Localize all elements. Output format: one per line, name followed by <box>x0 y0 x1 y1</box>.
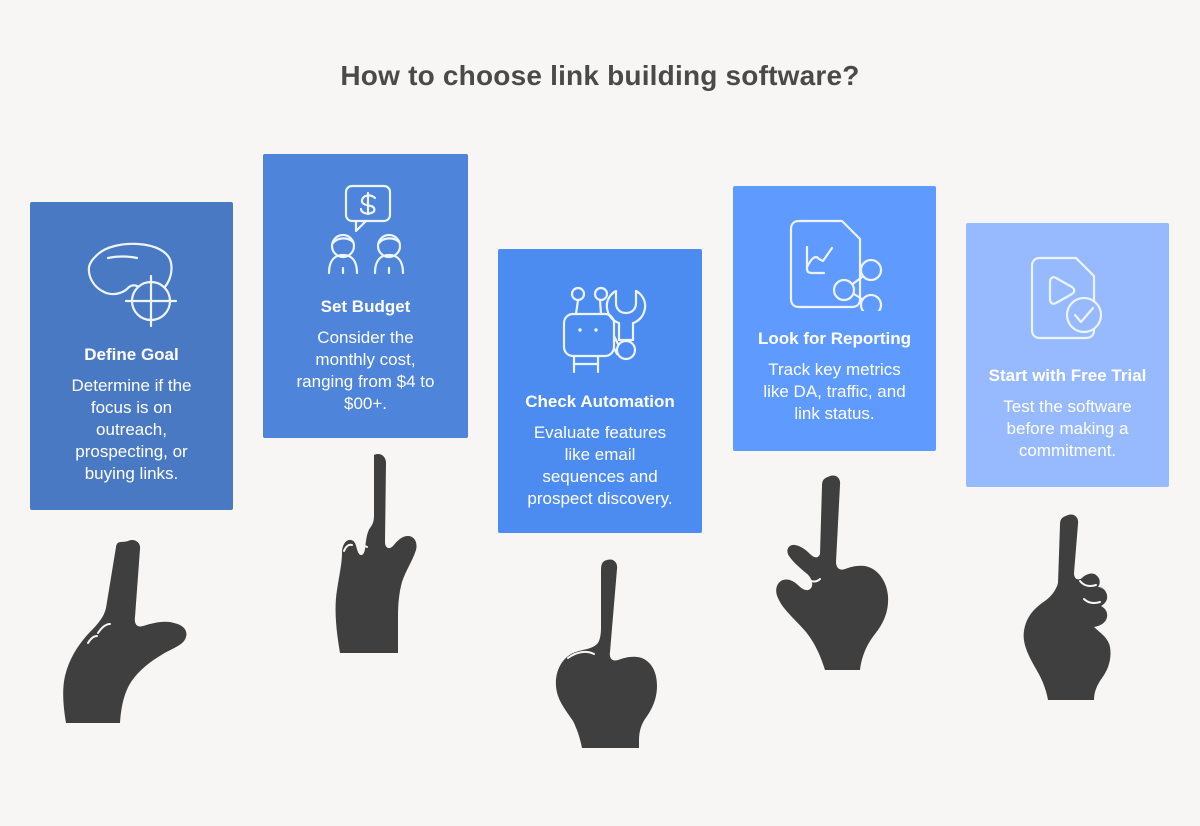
page-title: How to choose link building software? <box>340 60 860 91</box>
card-define-goal: Define Goal Determine if the focus is on… <box>30 202 233 510</box>
pointing-hand-upright-icon <box>335 453 417 653</box>
card-title: Look for Reporting <box>758 329 911 348</box>
card-start-with-free-trial: Start with Free Trial Test the software … <box>966 223 1169 487</box>
card-title: Start with Free Trial <box>988 366 1147 385</box>
card-body: Test the software before making a commit… <box>1003 397 1132 460</box>
pointing-hand-thumb-out-icon <box>63 539 187 723</box>
card-body: Track key metrics like DA, traffic, and … <box>763 360 906 423</box>
card-look-for-reporting: Look for Reporting Track key metrics lik… <box>733 186 936 451</box>
card-title: Check Automation <box>525 392 675 411</box>
pointing-hand-knuckles-icon <box>1023 514 1111 700</box>
report-share-icon <box>782 215 887 313</box>
robot-wrench-icon <box>548 278 653 376</box>
sleep-mask-target-icon <box>76 231 188 329</box>
document-play-check-icon <box>1018 252 1118 350</box>
card-body: Determine if the focus is on outreach, p… <box>71 376 192 483</box>
card-title: Define Goal <box>84 345 179 364</box>
card-title: Set Budget <box>320 297 411 316</box>
card-check-automation: Check Automation Evaluate features like … <box>498 249 702 533</box>
card-set-budget: Set Budget Consider the monthly cost, ra… <box>263 154 468 438</box>
chat-dollar-people-icon <box>316 183 416 281</box>
card-body: Consider the monthly cost, ranging from … <box>296 328 435 413</box>
pointing-hand-pinch-icon <box>776 475 889 670</box>
pointing-hand-fist-icon <box>555 559 657 748</box>
card-body: Evaluate features like email sequences a… <box>527 423 673 508</box>
